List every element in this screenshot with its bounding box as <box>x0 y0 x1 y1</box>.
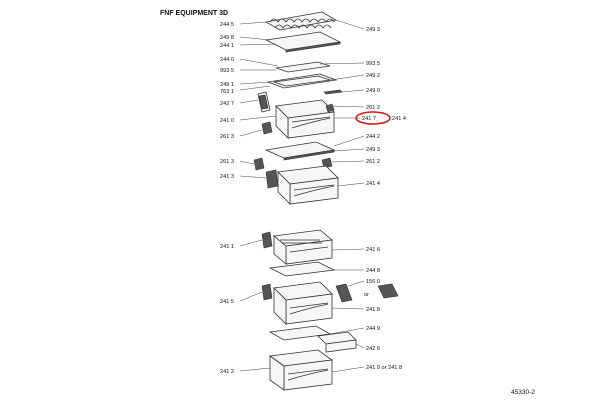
side-guide-left-part[interactable] <box>257 91 271 113</box>
label-249-1: 249 1 <box>220 82 234 88</box>
highlight-ellipse <box>355 111 391 125</box>
front-rail-part[interactable] <box>323 89 343 95</box>
label-241-2: 241 2 <box>220 369 234 375</box>
drawer-lower-part[interactable] <box>277 165 339 205</box>
accessory-alt-part[interactable] <box>377 283 399 299</box>
label-244-5: 244 5 <box>220 22 234 28</box>
label-241-3: 241 3 <box>220 174 234 180</box>
bottle-rack-part[interactable] <box>264 11 338 31</box>
accessory-156-0-part[interactable] <box>335 283 353 303</box>
glass-cover-part[interactable] <box>264 141 336 161</box>
label-or: or <box>364 292 369 298</box>
label-244-8: 244 8 <box>366 268 380 274</box>
leader-lines <box>239 19 365 373</box>
shelf-frame-part[interactable] <box>266 73 338 89</box>
trim-strip-part[interactable] <box>275 61 331 73</box>
label-156-0: 156 0 <box>366 279 380 285</box>
label-763-1: 763 1 <box>220 89 234 95</box>
label-993-5-right: 993 5 <box>366 61 380 67</box>
label-249-3-upper: 249 3 <box>366 27 380 33</box>
glass-shelf-top-part[interactable] <box>264 31 342 53</box>
label-241-7-highlighted: 241 7 <box>362 116 376 122</box>
label-249-8: 249 8 <box>220 35 234 41</box>
drawing-number: 45330-2 <box>511 389 535 396</box>
label-244-1: 244 1 <box>220 43 234 49</box>
label-261-2-upper: 261 2 <box>366 105 380 111</box>
label-241-5: 241 5 <box>220 299 234 305</box>
label-242-7: 242 7 <box>220 101 234 107</box>
label-249-2: 249 2 <box>366 73 380 79</box>
label-244-0: 244 0 <box>220 57 234 63</box>
drawer-241-2-part[interactable] <box>268 349 334 391</box>
label-241-4-lower: 241 4 <box>366 181 380 187</box>
label-244-9: 244 9 <box>366 326 380 332</box>
label-241-1: 241 1 <box>220 244 234 250</box>
label-241-0: 241 0 <box>220 118 234 124</box>
label-242-6: 242 6 <box>366 346 380 352</box>
hinge-right-lower-part[interactable] <box>321 157 333 169</box>
label-241-4-upper: 241 4 <box>392 116 406 122</box>
label-261-3-upper: 261 3 <box>220 134 234 140</box>
slide-rail-part[interactable] <box>265 169 279 189</box>
label-241-8: 241 8 <box>366 307 380 313</box>
drawer-upper-part[interactable] <box>275 99 335 139</box>
hinge-left-upper-part[interactable] <box>261 121 273 135</box>
label-241-9-or-241-8: 241 9 or 241 8 <box>366 365 402 371</box>
drawer-241-6-part[interactable] <box>261 229 333 265</box>
label-249-3-lower: 249 3 <box>366 147 380 153</box>
hinge-left-lower-part[interactable] <box>253 157 265 171</box>
label-244-2: 244 2 <box>366 134 380 140</box>
label-241-6: 241 6 <box>366 247 380 253</box>
diagram-title: FNF EQUIPMENT 3D <box>160 10 229 17</box>
drawer-241-5-part[interactable] <box>261 281 333 325</box>
tray-242-6-part[interactable] <box>317 331 357 353</box>
label-249-0: 249 0 <box>366 88 380 94</box>
label-993-5-left: 993 5 <box>220 68 234 74</box>
label-261-3-lower: 261 3 <box>220 159 234 165</box>
label-261-2-lower: 261 2 <box>366 159 380 165</box>
glass-244-8-part[interactable] <box>268 261 336 277</box>
